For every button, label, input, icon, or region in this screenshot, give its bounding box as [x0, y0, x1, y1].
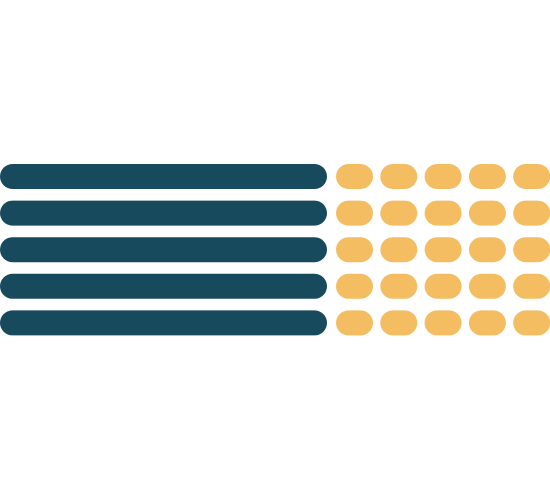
pill-row-3-col-5 — [513, 237, 550, 263]
pill-row-5-col-4 — [468, 310, 506, 336]
pill-row-2-col-1 — [336, 200, 373, 226]
bar-row-1 — [0, 164, 327, 189]
pill-row-5-col-2 — [380, 310, 418, 336]
pill-row-1-col-5 — [513, 164, 550, 189]
pill-row-1-col-3 — [424, 164, 462, 189]
pill-row-3-col-3 — [424, 237, 462, 263]
pill-row-4-col-3 — [424, 273, 462, 299]
pill-row-5-col-3 — [424, 310, 462, 336]
pill-row-3-col-1 — [336, 237, 373, 263]
pill-row-4-col-1 — [336, 273, 373, 299]
pill-row-4-col-2 — [380, 273, 418, 299]
pill-row-5-col-1 — [336, 310, 373, 336]
bar-row-5 — [0, 310, 327, 336]
pill-row-5-col-5 — [513, 310, 550, 336]
pill-row-2-col-3 — [424, 200, 462, 226]
pill-row-1-col-1 — [336, 164, 373, 189]
pill-row-1-col-2 — [380, 164, 418, 189]
pill-row-4-col-4 — [468, 273, 506, 299]
bar-row-4 — [0, 273, 327, 299]
pill-row-2-col-5 — [513, 200, 550, 226]
pill-row-4-col-5 — [513, 273, 550, 299]
pill-row-3-col-2 — [380, 237, 418, 263]
bar-row-2 — [0, 200, 327, 226]
pill-row-3-col-4 — [468, 237, 506, 263]
bar-row-3 — [0, 237, 327, 263]
pill-row-1-col-4 — [468, 164, 506, 189]
pill-row-2-col-4 — [468, 200, 506, 226]
pill-row-2-col-2 — [380, 200, 418, 226]
